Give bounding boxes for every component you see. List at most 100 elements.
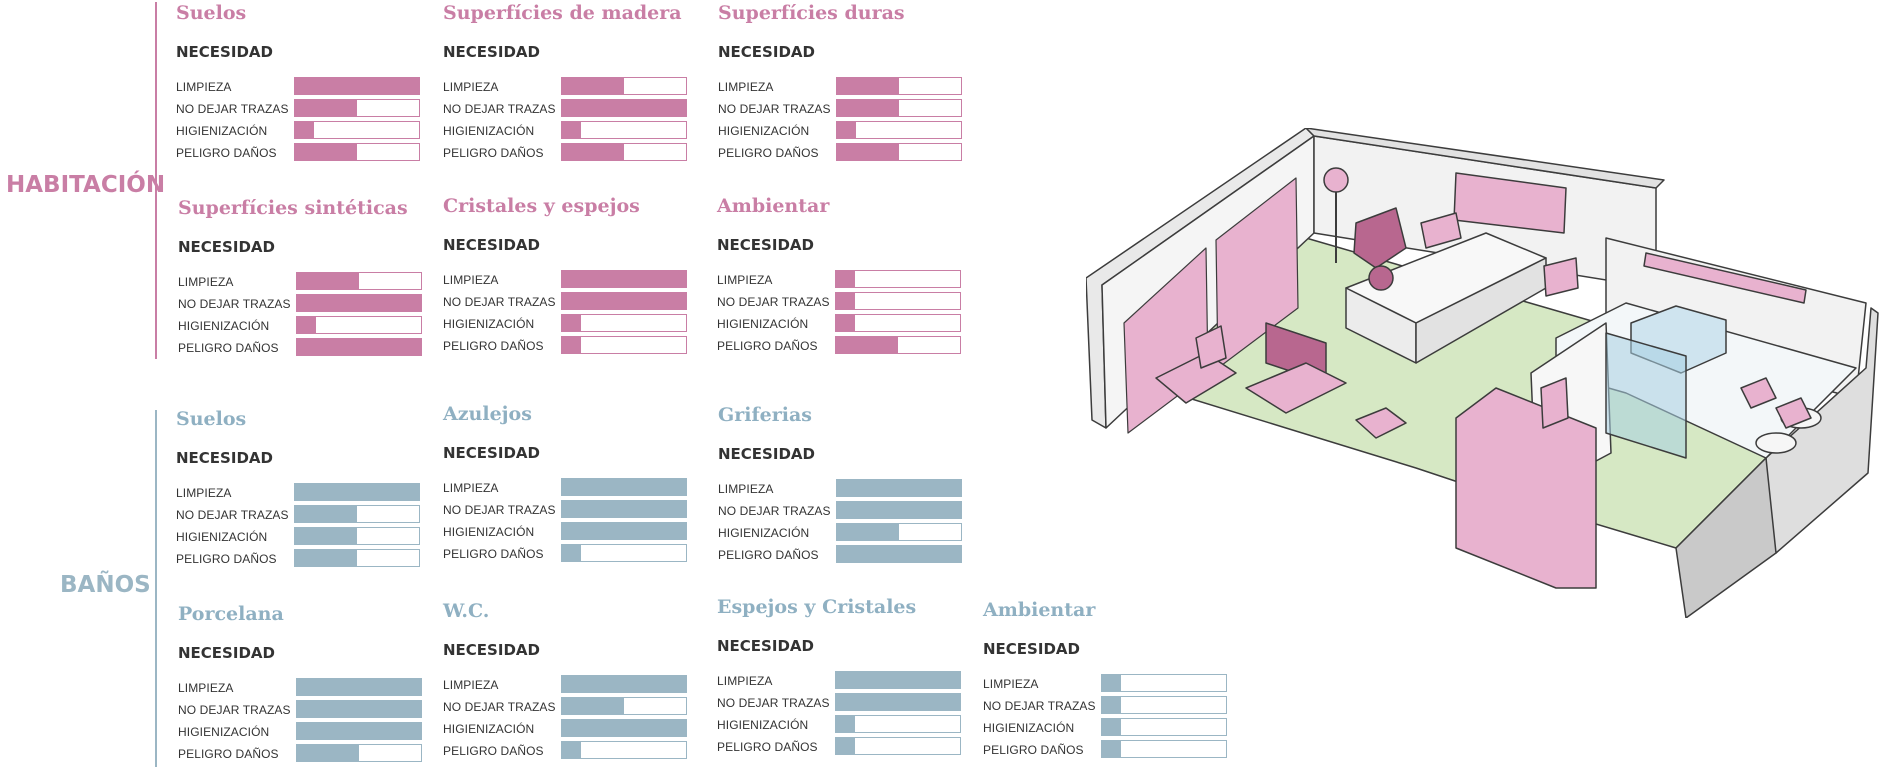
block-title: W.C.	[443, 600, 490, 622]
bar-row: PELIGRO DAÑOS	[717, 334, 977, 356]
bar-label: PELIGRO DAÑOS	[718, 548, 819, 562]
bar-fill	[836, 672, 960, 688]
bar-label: HIGIENIZACIÓN	[443, 124, 535, 138]
bar-fill	[562, 501, 686, 517]
block-title: Suelos	[176, 408, 247, 430]
bar-row: LIMPIEZA	[443, 268, 703, 290]
bar-row: PELIGRO DAÑOS	[718, 543, 978, 565]
ottoman	[1368, 265, 1394, 291]
block-title: Azulejos	[443, 403, 532, 425]
need-heading: NECESIDAD	[983, 640, 1080, 658]
bar-label: NO DEJAR TRAZAS	[983, 699, 1096, 713]
hotel-room-illustration	[1086, 128, 1879, 618]
block-title: Superfícies sintéticas	[178, 197, 408, 219]
need-heading: NECESIDAD	[717, 236, 814, 254]
bar-row: NO DEJAR TRAZAS	[178, 698, 438, 720]
bar-fill	[297, 317, 316, 333]
bar-label: LIMPIEZA	[717, 273, 773, 287]
block-title: Suelos	[176, 2, 247, 24]
chair	[1195, 325, 1227, 369]
bar-track	[835, 270, 961, 288]
bar-track	[835, 693, 961, 711]
bar-row: NO DEJAR TRAZAS	[178, 292, 438, 314]
need-heading: NECESIDAD	[443, 43, 540, 61]
bar-label: NO DEJAR TRAZAS	[718, 504, 831, 518]
bar-label: HIGIENIZACIÓN	[178, 725, 270, 739]
wall-painting	[1453, 172, 1567, 234]
bar-track	[836, 523, 962, 541]
bar-row: HIGIENIZACIÓN	[443, 312, 703, 334]
block-title: Superfícies duras	[718, 2, 905, 24]
bar-fill	[837, 122, 856, 138]
bar-fill	[562, 698, 624, 714]
bar-track	[294, 505, 420, 523]
bar-label: PELIGRO DAÑOS	[983, 743, 1084, 757]
habitacion-divider	[155, 2, 157, 359]
bar-fill	[297, 723, 421, 739]
bar-track	[836, 479, 962, 497]
bar-row: LIMPIEZA	[443, 75, 703, 97]
bar-row: LIMPIEZA	[443, 476, 703, 498]
bar-label: NO DEJAR TRAZAS	[718, 102, 831, 116]
bar-row: NO DEJAR TRAZAS	[443, 498, 703, 520]
bar-track	[561, 500, 687, 518]
bar-track	[1101, 718, 1227, 736]
bar-fill	[562, 545, 581, 561]
bar-label: PELIGRO DAÑOS	[178, 747, 279, 761]
bar-row: NO DEJAR TRAZAS	[443, 97, 703, 119]
bar-row: NO DEJAR TRAZAS	[176, 97, 436, 119]
bar-fill	[837, 78, 899, 94]
bar-track	[1101, 696, 1227, 714]
bar-label: LIMPIEZA	[443, 80, 499, 94]
need-heading: NECESIDAD	[717, 637, 814, 655]
bar-row: NO DEJAR TRAZAS	[717, 290, 977, 312]
desk	[1155, 352, 1237, 404]
bar-row: PELIGRO DAÑOS	[176, 547, 436, 569]
bedside-table-right	[1543, 257, 1579, 297]
bar-track	[561, 314, 687, 332]
bar-fill	[295, 484, 419, 500]
bar-row: HIGIENIZACIÓN	[717, 312, 977, 334]
bar-row: LIMPIEZA	[443, 673, 703, 695]
bar-row: LIMPIEZA	[178, 270, 438, 292]
bar-label: NO DEJAR TRAZAS	[176, 102, 289, 116]
bar-row: HIGIENIZACIÓN	[717, 713, 977, 735]
bar-label: NO DEJAR TRAZAS	[443, 102, 556, 116]
block-title: Ambientar	[983, 599, 1096, 621]
bar-track	[835, 671, 961, 689]
bar-label: PELIGRO DAÑOS	[717, 339, 818, 353]
bar-fill	[295, 122, 314, 138]
bar-fill	[295, 78, 419, 94]
bar-label: PELIGRO DAÑOS	[718, 146, 819, 160]
bar-fill	[836, 694, 960, 710]
bar-track	[294, 99, 420, 117]
bar-label: LIMPIEZA	[176, 80, 232, 94]
bar-track	[561, 719, 687, 737]
bar-track	[561, 675, 687, 693]
right-wall	[1675, 457, 1777, 618]
bar-track	[1101, 674, 1227, 692]
bar-row: PELIGRO DAÑOS	[717, 735, 977, 757]
bar-label: LIMPIEZA	[983, 677, 1039, 691]
need-heading: NECESIDAD	[176, 43, 273, 61]
bar-fill	[297, 339, 421, 355]
window-left-2	[1215, 177, 1299, 369]
bar-label: HIGIENIZACIÓN	[178, 319, 270, 333]
bath-mirror	[1540, 377, 1569, 429]
block-title: Superfícies de madera	[443, 2, 682, 24]
toilet	[1740, 377, 1777, 409]
bar-label: PELIGRO DAÑOS	[443, 547, 544, 561]
sink-bottom	[1755, 432, 1797, 454]
bar-fill	[837, 144, 899, 160]
bar-label: PELIGRO DAÑOS	[443, 146, 544, 160]
bar-label: LIMPIEZA	[443, 678, 499, 692]
bar-track	[836, 143, 962, 161]
bar-fill	[297, 273, 359, 289]
